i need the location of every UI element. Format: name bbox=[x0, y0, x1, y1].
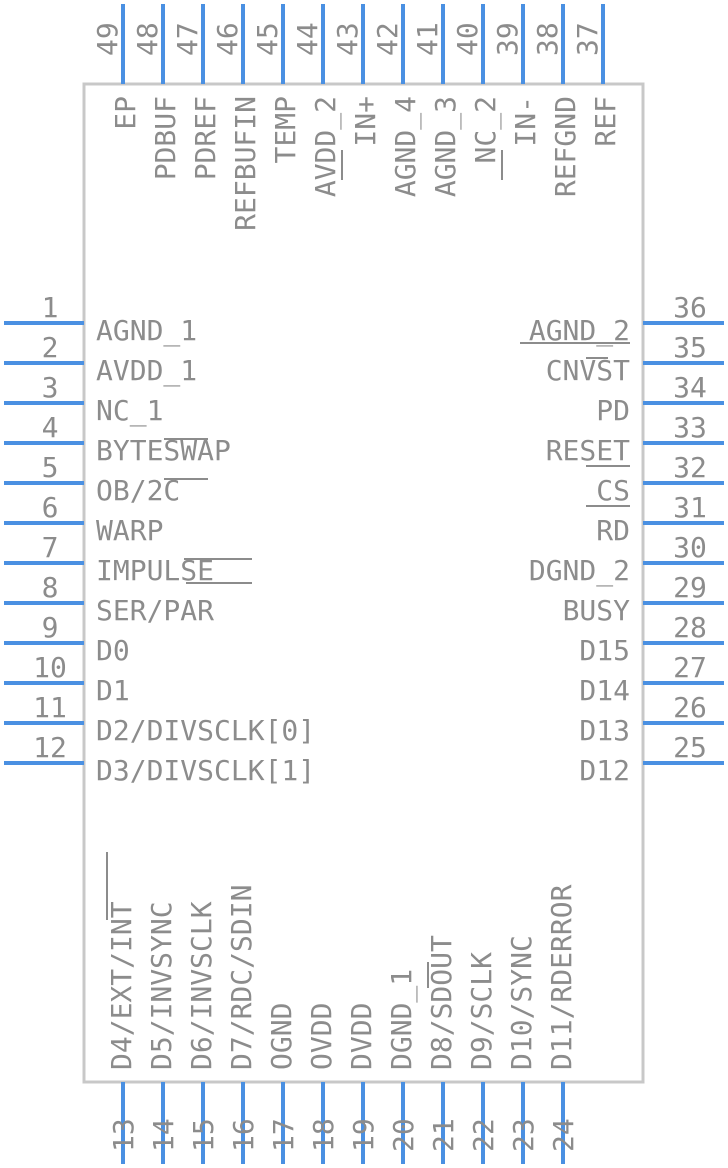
pin-label-29: BUSY bbox=[563, 594, 631, 627]
pin-label-3: NC_1 bbox=[96, 394, 163, 428]
pin-label-14: D5/INVSYNC bbox=[145, 901, 178, 1070]
pin-label-49: EP bbox=[109, 96, 142, 130]
pin-label-28: D15 bbox=[579, 634, 630, 667]
pin-number-43: 43 bbox=[331, 22, 364, 56]
pin-label-24: D11/RDERROR bbox=[545, 884, 578, 1070]
pin-number-20: 20 bbox=[387, 1118, 420, 1152]
pin-label-23: D10/SYNC bbox=[505, 935, 538, 1070]
pin-number-25: 25 bbox=[673, 731, 707, 764]
pin-label-38: REFGND bbox=[549, 96, 582, 197]
pin-number-19: 19 bbox=[347, 1118, 380, 1152]
pin-label-46: REFBUFIN bbox=[229, 96, 262, 231]
pin-label-30: DGND_2 bbox=[529, 554, 630, 588]
pin-label-48: PDBUF bbox=[149, 96, 182, 180]
pin-number-6: 6 bbox=[42, 491, 59, 524]
pin-label-21: D8/SDOUT bbox=[425, 935, 458, 1070]
pin-number-12: 12 bbox=[33, 731, 67, 764]
pin-label-11: D2/DIVSCLK[0] bbox=[96, 714, 315, 747]
pin-label-40: NC_2 bbox=[469, 96, 503, 163]
pin-label-4: BYTESWAP bbox=[96, 434, 231, 467]
pin-number-30: 30 bbox=[673, 531, 707, 564]
pin-number-24: 24 bbox=[547, 1118, 580, 1152]
pin-number-16: 16 bbox=[227, 1118, 260, 1152]
pin-number-28: 28 bbox=[673, 611, 707, 644]
pin-number-17: 17 bbox=[267, 1118, 300, 1152]
pin-label-15: D6/INVSCLK bbox=[185, 901, 218, 1070]
pin-label-19: DVDD bbox=[345, 1003, 378, 1070]
pin-number-39: 39 bbox=[491, 22, 524, 56]
pin-number-11: 11 bbox=[33, 691, 67, 724]
pin-number-31: 31 bbox=[673, 491, 707, 524]
pin-number-38: 38 bbox=[531, 22, 564, 56]
pin-number-29: 29 bbox=[673, 571, 707, 604]
pin-label-35: CNVST bbox=[546, 354, 630, 387]
pin-number-36: 36 bbox=[673, 291, 707, 324]
pin-number-23: 23 bbox=[507, 1118, 540, 1152]
pin-label-13: D4/EXT/INT bbox=[105, 901, 138, 1070]
pin-number-10: 10 bbox=[33, 651, 67, 684]
pin-label-22: D9/SCLK bbox=[465, 952, 498, 1070]
pin-label-18: OVDD bbox=[305, 1003, 338, 1070]
pin-label-8: SER/PAR bbox=[96, 594, 214, 627]
pin-label-45: TEMP bbox=[269, 96, 302, 163]
pin-label-2: AVDD_1 bbox=[96, 354, 197, 388]
pin-label-42: AGND_4 bbox=[389, 96, 423, 197]
pin-number-26: 26 bbox=[673, 691, 707, 724]
pin-label-9: D0 bbox=[96, 634, 130, 667]
pin-number-37: 37 bbox=[571, 22, 604, 56]
pin-label-34: PD bbox=[596, 394, 630, 427]
pin-number-44: 44 bbox=[291, 22, 324, 56]
pin-label-1: AGND_1 bbox=[96, 314, 197, 348]
pin-label-27: D14 bbox=[579, 674, 630, 707]
pin-label-10: D1 bbox=[96, 674, 130, 707]
pin-number-7: 7 bbox=[42, 531, 59, 564]
pin-number-18: 18 bbox=[307, 1118, 340, 1152]
pin-number-46: 46 bbox=[211, 22, 244, 56]
pin-label-31: RD bbox=[596, 514, 630, 547]
pin-number-15: 15 bbox=[187, 1118, 220, 1152]
pin-number-13: 13 bbox=[107, 1118, 140, 1152]
pin-number-32: 32 bbox=[673, 451, 707, 484]
pin-label-26: D13 bbox=[579, 714, 630, 747]
pin-number-35: 35 bbox=[673, 331, 707, 364]
pin-number-4: 4 bbox=[42, 411, 59, 444]
pin-number-14: 14 bbox=[147, 1118, 180, 1152]
pins-group: 1AGND_12AVDD_13NC_14BYTESWAP5OB/2C6WARP7… bbox=[4, 4, 724, 1164]
pin-number-45: 45 bbox=[251, 22, 284, 56]
pin-number-41: 41 bbox=[411, 22, 444, 56]
pin-number-34: 34 bbox=[673, 371, 707, 404]
pin-number-40: 40 bbox=[451, 22, 484, 56]
pin-number-48: 48 bbox=[131, 22, 164, 56]
pin-label-25: D12 bbox=[579, 754, 630, 787]
pin-number-49: 49 bbox=[91, 22, 124, 56]
pin-label-37: REF bbox=[589, 96, 622, 147]
pin-number-8: 8 bbox=[42, 571, 59, 604]
pin-label-32: CS bbox=[596, 474, 630, 507]
pin-label-43: IN+ bbox=[349, 96, 382, 147]
pin-number-1: 1 bbox=[42, 291, 59, 324]
pin-number-22: 22 bbox=[467, 1118, 500, 1152]
pin-label-41: AGND_3 bbox=[429, 96, 463, 197]
pin-label-39: IN- bbox=[509, 96, 542, 147]
pin-label-47: PDREF bbox=[189, 96, 222, 180]
pin-number-5: 5 bbox=[42, 451, 59, 484]
pin-label-44: AVDD_2 bbox=[309, 96, 343, 197]
pin-label-17: OGND bbox=[265, 1003, 298, 1070]
pin-number-27: 27 bbox=[673, 651, 707, 684]
pin-label-6: WARP bbox=[96, 514, 163, 547]
pin-number-42: 42 bbox=[371, 22, 404, 56]
pin-label-20: DGND_1 bbox=[385, 969, 419, 1070]
pin-label-16: D7/RDC/SDIN bbox=[225, 885, 258, 1070]
pin-number-21: 21 bbox=[427, 1118, 460, 1152]
pin-label-33: RESET bbox=[546, 434, 630, 467]
pin-number-33: 33 bbox=[673, 411, 707, 444]
pin-number-9: 9 bbox=[42, 611, 59, 644]
pin-label-12: D3/DIVSCLK[1] bbox=[96, 754, 315, 787]
pin-number-47: 47 bbox=[171, 22, 204, 56]
chip-body bbox=[82, 82, 645, 1084]
pin-number-2: 2 bbox=[42, 331, 59, 364]
pin-number-3: 3 bbox=[42, 371, 59, 404]
